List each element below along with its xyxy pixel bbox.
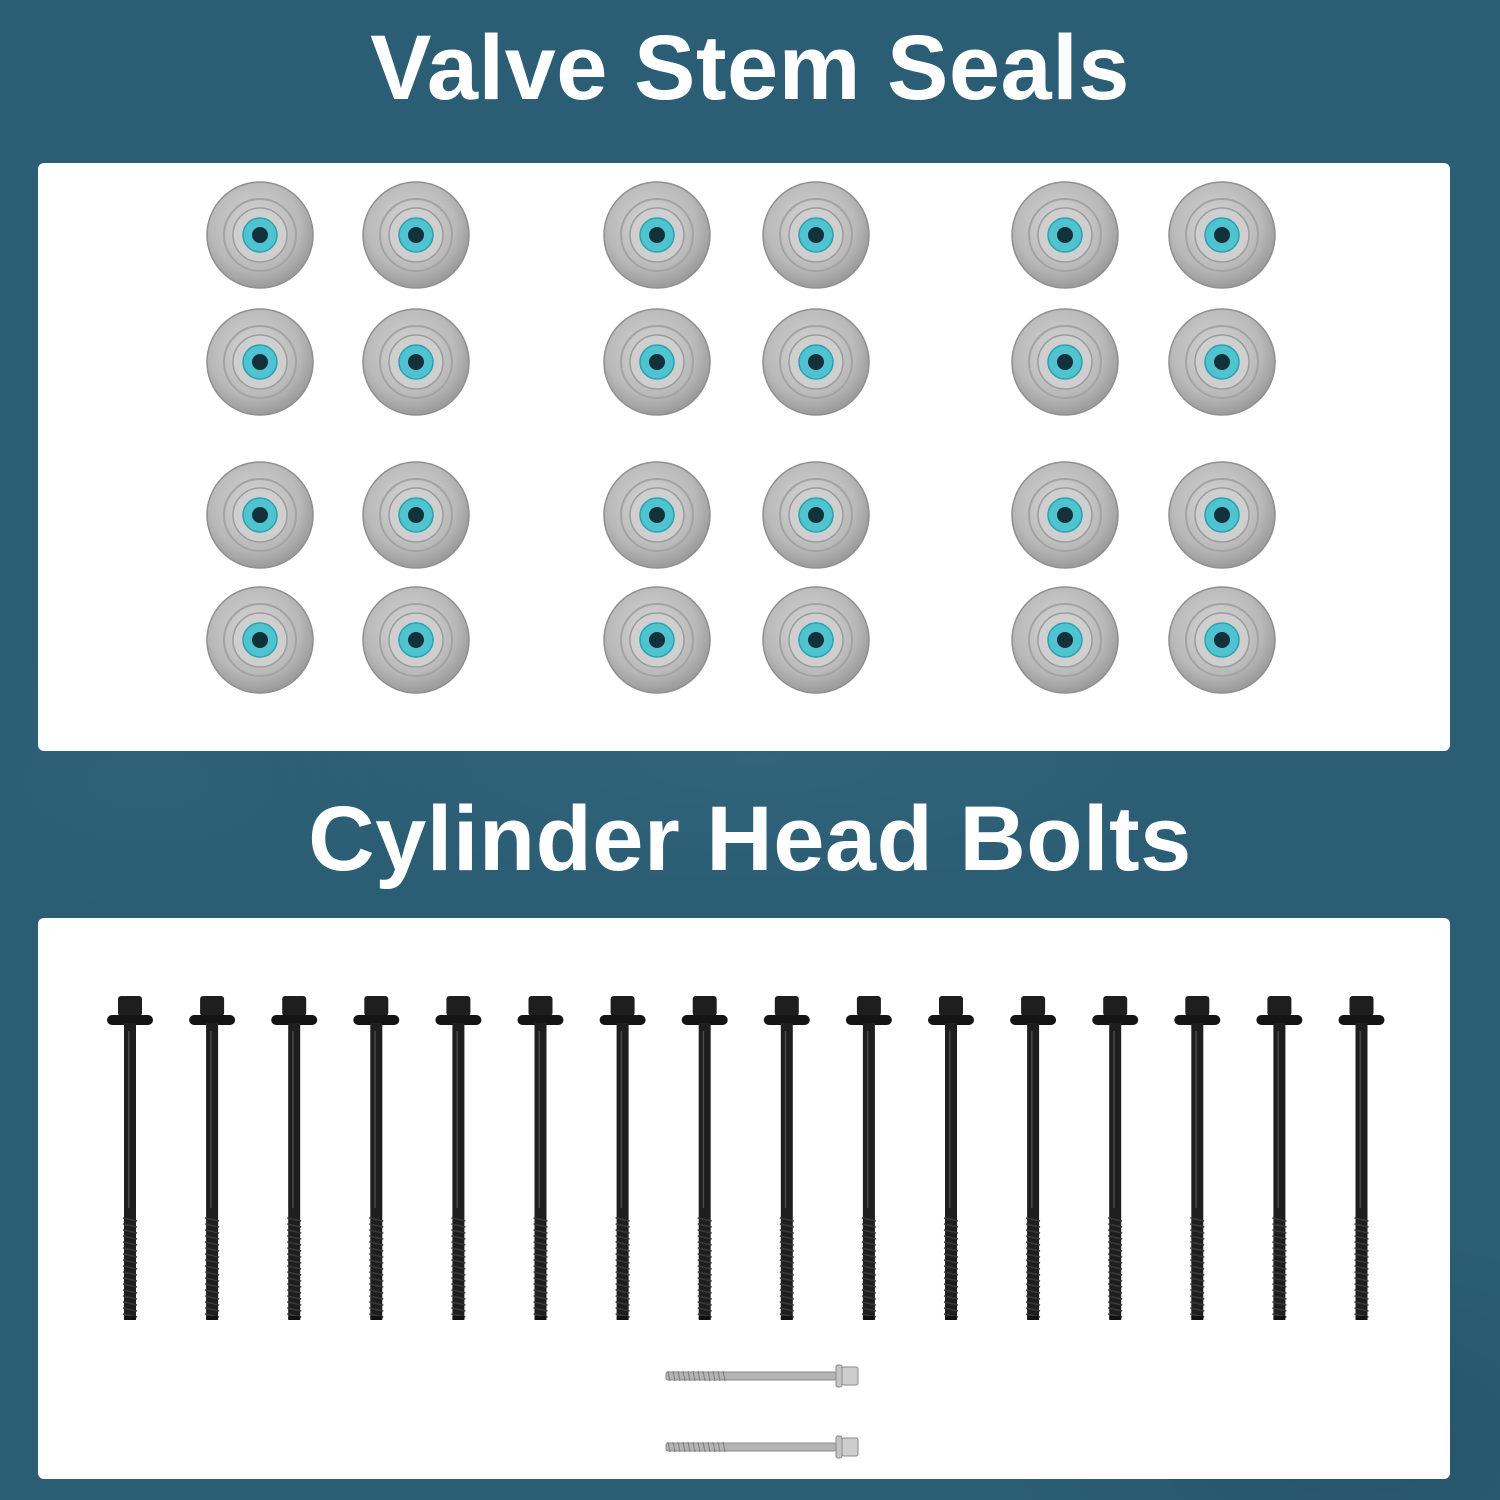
cylinder-head-bolt-icon — [1010, 996, 1057, 1320]
cylinder-head-bolt-icon — [517, 996, 564, 1320]
valve-stem-seal-icon — [603, 461, 711, 569]
cylinder-head-bolts-panel — [38, 918, 1450, 1479]
valve-stem-seal-icon — [603, 586, 711, 694]
cylinder-head-bolt-icon — [681, 996, 728, 1320]
cylinder-head-bolt-icon — [271, 996, 318, 1320]
valve-stem-seal-icon — [1011, 461, 1119, 569]
valve-stem-seal-icon — [1168, 181, 1276, 289]
valve-stem-seal-icon — [762, 461, 870, 569]
small-bolt-icon — [665, 1364, 859, 1388]
valve-stem-seal-icon — [206, 308, 314, 416]
valve-stem-seal-icon — [362, 586, 470, 694]
cylinder-head-bolt-icon — [1338, 996, 1385, 1320]
valve-stem-seal-icon — [206, 181, 314, 289]
cylinder-head-bolt-icon — [189, 996, 236, 1320]
cylinder-head-bolt-icon — [928, 996, 974, 1320]
valve-stem-seal-icon — [362, 461, 470, 569]
valve-stem-seal-icon — [1168, 461, 1276, 569]
valve-stem-seal-icon — [362, 181, 470, 289]
valve-stem-seal-icon — [1011, 308, 1119, 416]
valve-stem-seal-icon — [762, 181, 870, 289]
valve-stem-seal-icon — [1168, 586, 1276, 694]
small-bolt-icon — [665, 1435, 859, 1459]
valve-stem-seal-icon — [362, 308, 470, 416]
valve-stem-seal-icon — [206, 586, 314, 694]
valve-stem-seal-icon — [762, 308, 870, 416]
cylinder-head-bolt-icon — [845, 996, 892, 1320]
valve-stem-seals-panel — [38, 163, 1450, 751]
valve-stem-seal-icon — [1011, 181, 1119, 289]
cylinder-head-bolt-icon — [1174, 996, 1221, 1320]
cylinder-head-bolt-icon — [763, 996, 810, 1320]
valve-stem-seals-heading: Valve Stem Seals — [370, 17, 1130, 119]
valve-stem-seal-icon — [1168, 308, 1276, 416]
cylinder-head-bolts-heading: Cylinder Head Bolts — [308, 788, 1192, 890]
valve-stem-seal-icon — [603, 181, 711, 289]
cylinder-head-bolt-icon — [435, 996, 482, 1320]
cylinder-head-bolt-icon — [107, 996, 153, 1320]
cylinder-head-bolt-icon — [1256, 996, 1303, 1320]
valve-stem-seal-icon — [762, 586, 870, 694]
valve-stem-seal-icon — [1011, 586, 1119, 694]
cylinder-head-bolt-icon — [599, 996, 646, 1320]
valve-stem-seal-icon — [603, 308, 711, 416]
valve-stem-seals-grid — [206, 181, 1276, 694]
cylinder-head-bolt-icon — [353, 996, 400, 1320]
cylinder-head-bolt-icon — [1092, 996, 1139, 1320]
valve-stem-seal-icon — [206, 461, 314, 569]
cylinder-head-bolts-row — [107, 996, 1385, 1459]
